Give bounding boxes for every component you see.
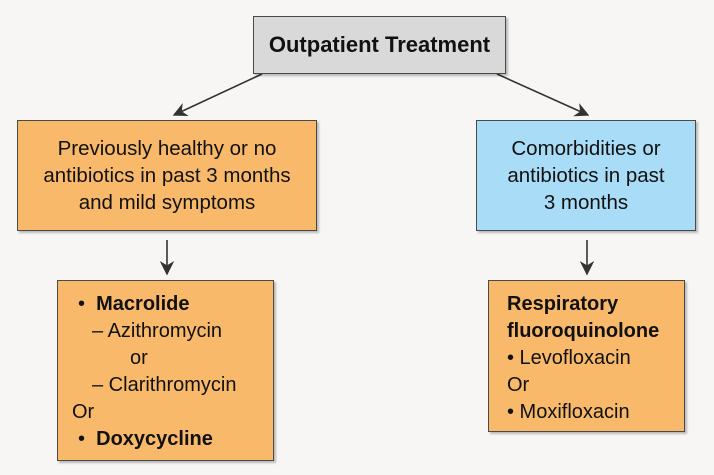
respiratory-heading-line2: fluoroquinolone: [507, 320, 660, 342]
macrolide-item: • Macrolide: [72, 291, 273, 318]
left-or-text: Or: [72, 401, 95, 423]
sub-or-text: or: [130, 347, 148, 369]
doxycycline-item: • Doxycycline: [72, 426, 273, 453]
healthy-condition-text: Previously healthy or no antibiotics in …: [43, 137, 291, 214]
outpatient-treatment-title: Outpatient Treatment: [268, 32, 491, 57]
macrolide-bullet: •: [78, 293, 86, 315]
right-or-text: Or: [507, 374, 530, 396]
moxifloxacin-item: • Moxifloxacin: [507, 401, 630, 423]
doxycycline-label: Doxycycline: [96, 428, 213, 450]
left-treatment-box: • Macrolide – Azithromycin or – Clarithr…: [57, 280, 274, 461]
levofloxacin-item: • Levofloxacin: [507, 347, 631, 369]
macrolide-label: Macrolide: [96, 293, 190, 315]
arrow-top-to-left: [172, 73, 263, 117]
clarithromycin-item: – Clarithromycin: [92, 374, 237, 396]
arrow-top-to-right: [496, 73, 590, 117]
azithromycin-item: – Azithromycin: [92, 320, 223, 342]
healthy-condition-box: Previously healthy or no antibiotics in …: [17, 120, 317, 231]
comorbidities-condition-text: Comorbidities or antibiotics in past 3 m…: [507, 137, 665, 214]
outpatient-treatment-box: Outpatient Treatment: [253, 16, 506, 74]
respiratory-heading-line1: Respiratory: [507, 293, 619, 315]
doxycycline-bullet: •: [78, 428, 86, 450]
right-treatment-box: Respiratory fluoroquinolone • Levofloxac…: [488, 280, 685, 432]
comorbidities-condition-box: Comorbidities or antibiotics in past 3 m…: [476, 120, 696, 231]
